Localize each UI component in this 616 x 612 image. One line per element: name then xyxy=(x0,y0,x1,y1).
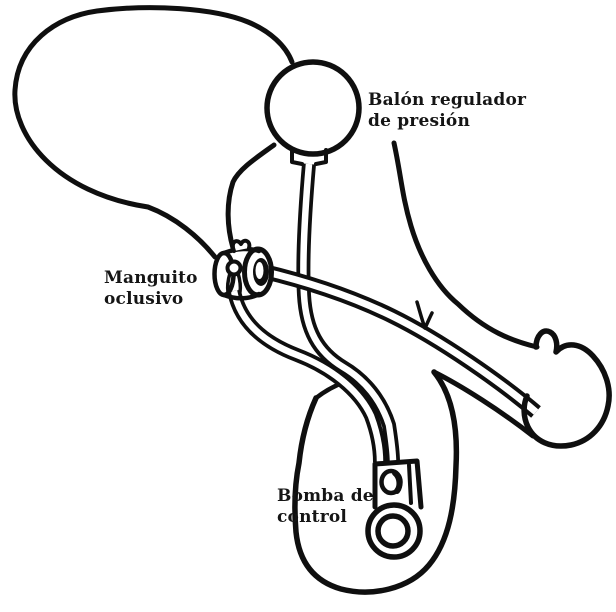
label-balloon: Balón regulador de presión xyxy=(368,90,526,132)
cuff-keyhole-legs xyxy=(225,271,243,294)
pressure-regulating-balloon xyxy=(264,59,362,157)
pump-squeeze-ring-inner xyxy=(375,513,411,549)
bladder-right-edge xyxy=(225,142,277,251)
penis-dorsal-line xyxy=(391,140,540,350)
cuff-keyhole-circle xyxy=(225,259,243,277)
label-pump-line2: control xyxy=(277,507,348,527)
cuff-tube-core xyxy=(230,290,384,463)
label-pump: Bomba de control xyxy=(277,486,374,528)
balloon-tube-core xyxy=(300,163,397,463)
bladder-outline xyxy=(12,5,295,260)
label-cuff-line2: oclusivo xyxy=(104,289,184,309)
label-cuff: Manguito oclusivo xyxy=(104,268,198,310)
cuff-opening-hole xyxy=(255,262,264,279)
balloon-nipple xyxy=(290,148,328,166)
urethra-tube-core xyxy=(261,267,539,415)
scrotum-outline xyxy=(292,369,460,595)
penopubic-v-mark xyxy=(415,300,434,330)
label-cuff-line1: Manguito xyxy=(104,268,198,288)
label-pump-line1: Bomba de xyxy=(277,486,374,506)
cuff-bottom-edge xyxy=(221,291,262,301)
glans-outline xyxy=(521,328,612,449)
pump-body-edge-line xyxy=(407,463,413,505)
label-balloon-line1: Balón regulador xyxy=(368,90,527,110)
label-balloon-line2: de presión xyxy=(368,111,471,131)
pump-body-outline xyxy=(372,458,424,510)
pump-valve-shading xyxy=(392,470,403,494)
cuff-top-tab xyxy=(230,238,252,253)
penis-ventral-line xyxy=(431,369,536,439)
